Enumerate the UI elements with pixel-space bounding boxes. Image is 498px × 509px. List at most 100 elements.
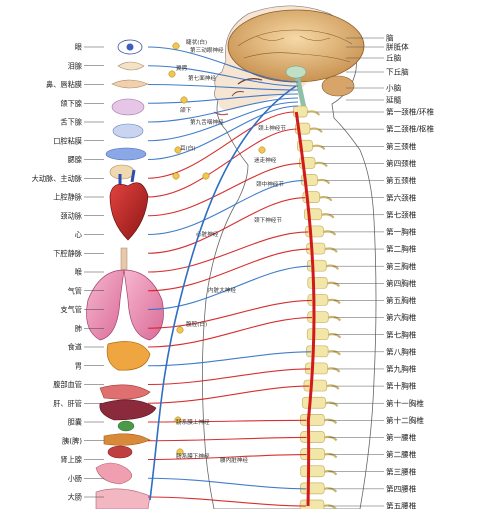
ganglion-label-cn3: 第三动眼神经	[190, 46, 224, 54]
spinous-process	[324, 247, 338, 253]
spinal-column	[292, 105, 342, 509]
vertebra-t4	[307, 276, 328, 289]
vertebra-t7	[306, 328, 329, 341]
label-brainstem: 延髓	[386, 95, 402, 105]
sympathetic-nerve-svc	[147, 128, 297, 198]
ganglion-node	[176, 448, 184, 456]
label-t9: 第九胸椎	[386, 364, 417, 374]
ganglion-label-pterygo: 翼腭	[176, 65, 188, 72]
large-intestine-organ	[95, 488, 151, 509]
label-t12: 第十二胸椎	[386, 415, 424, 425]
label-eye: 眼	[75, 43, 82, 52]
sympathetic-nerve-pancreas	[147, 436, 307, 442]
label-l2: 第二腰椎	[386, 449, 417, 459]
sublingual-organ	[112, 123, 144, 139]
stomach-organ	[106, 341, 151, 371]
spinous-process	[317, 178, 331, 185]
small-intestine-organ	[95, 462, 133, 485]
label-t5: 第五胸椎	[386, 295, 417, 305]
gallbladder-organ	[117, 420, 135, 432]
label-ivc: 下腔静脉	[53, 249, 82, 258]
spinous-process	[323, 230, 337, 236]
sympathetic-nerve-ivc	[147, 197, 306, 254]
liver-organ	[99, 399, 157, 421]
label-t2: 第二胸椎	[386, 244, 417, 254]
sympathetic-nerve-abdominal-vessels	[147, 368, 311, 386]
label-thalamus: 丘脑	[386, 53, 402, 63]
label-parotid: 腮腺	[68, 155, 82, 164]
ganglion-labels: 睫状(白)第三动眼神经翼腭第七面神经颌下第九舌咽神经耳(白)迷走神经颈上神经节颈…	[176, 38, 286, 464]
sympathetic-nerve-lung	[147, 299, 312, 329]
vertebra-l3	[300, 465, 325, 478]
spinal-cord	[294, 111, 316, 507]
pancreas-organ	[103, 433, 151, 446]
spinous-process	[324, 435, 338, 442]
spinous-process	[325, 401, 339, 407]
parasympathetic-nerve-eye	[147, 46, 299, 83]
spinous-process	[327, 350, 341, 356]
brain	[227, 9, 365, 109]
abdominal-vessel-organ	[99, 384, 151, 400]
label-aorta: 大动脉、主动脉	[32, 174, 82, 183]
label-c1: 第一颈椎/环椎	[386, 107, 435, 117]
spinous-process	[309, 127, 323, 133]
parasympathetic-nerve-nose-ear-gland	[147, 83, 299, 91]
ganglion-label-inf-cervical: 颈下神经节	[254, 216, 282, 224]
label-c5: 第五颈椎	[386, 175, 417, 185]
nerve-pathways	[147, 42, 312, 507]
ganglion-label-mid-cervical: 颈中神经节	[256, 180, 284, 188]
label-gallbladder: 胆囊	[68, 418, 82, 427]
sympathetic-nerve-large-intestine	[147, 496, 307, 507]
label-nose-ear-gland: 鼻、唇粘膜	[46, 80, 82, 89]
spinous-process	[321, 213, 335, 219]
label-svc: 上腔静脉	[53, 193, 82, 202]
label-t6: 第六胸椎	[386, 312, 417, 322]
label-c6: 第六颈椎	[386, 192, 417, 202]
parasympathetic-nerve-sublingual	[147, 97, 299, 123]
label-t10: 第十胸椎	[386, 381, 417, 391]
ganglion-node	[258, 146, 266, 154]
label-larynx: 喉	[75, 268, 82, 277]
label-l1: 第一腰椎	[386, 432, 417, 442]
label-t4: 第四胸椎	[386, 278, 417, 288]
label-t1: 第一胸椎	[386, 227, 417, 237]
label-large-intestine: 大肠	[68, 493, 82, 502]
label-hypothalamus: 下丘脑	[386, 67, 409, 77]
label-l4: 第四腰椎	[386, 483, 417, 493]
label-adrenal: 肾上腺	[60, 455, 82, 464]
label-l3: 第三腰椎	[386, 466, 417, 476]
vagus-nerve-trunk	[149, 85, 297, 501]
label-t11: 第十一胸椎	[386, 398, 424, 408]
label-lung: 肺	[75, 324, 82, 333]
label-heart: 心	[75, 230, 82, 239]
ganglion-node	[174, 416, 182, 424]
oral-mucosa-organ	[105, 147, 147, 161]
ganglion-node	[174, 146, 182, 154]
label-corpus-callosum: 胼胝体	[386, 42, 409, 52]
parasympathetic-nerve-oral-mucosa	[147, 101, 299, 142]
sympathetic-nerve-larynx	[147, 231, 309, 273]
ganglion-label-sup-mes: 肠系膜上神经	[176, 418, 210, 426]
label-t3: 第三胸椎	[386, 261, 417, 271]
ganglion-node	[172, 172, 180, 180]
ganglion-label-ciliary: 睫状(白)	[186, 38, 207, 46]
label-t8: 第八胸椎	[386, 346, 417, 356]
spinous-process	[324, 470, 338, 476]
vertebra-c7	[303, 208, 322, 221]
sympathetic-nerve-carotid	[147, 162, 302, 217]
ganglion-label-inf-mes: 肠系膜下神经	[176, 452, 210, 460]
ganglion-label-celiac: 腹腔(白)	[186, 320, 207, 328]
ganglion-label-cn10: 迷走神经	[254, 156, 277, 164]
label-bronchi: 支气管	[60, 305, 82, 314]
parasympathetic-nerve-stomach	[147, 351, 312, 367]
parotid-organ	[109, 164, 135, 180]
ganglion-node	[176, 326, 184, 334]
left-label-column: 眼泪腺鼻、唇粘膜颌下腺舌下腺口腔粘膜腮腺大动脉、主动脉上腔静脉颈动脉心下腔静脉喉…	[32, 43, 104, 502]
label-c4: 第四颈椎	[386, 158, 417, 168]
ganglion-node	[202, 172, 210, 180]
label-small-intestine: 小肠	[68, 474, 82, 483]
label-stomach: 胃	[75, 361, 82, 370]
label-submandibular: 颌下腺	[60, 99, 82, 108]
spinous-process	[319, 195, 333, 202]
